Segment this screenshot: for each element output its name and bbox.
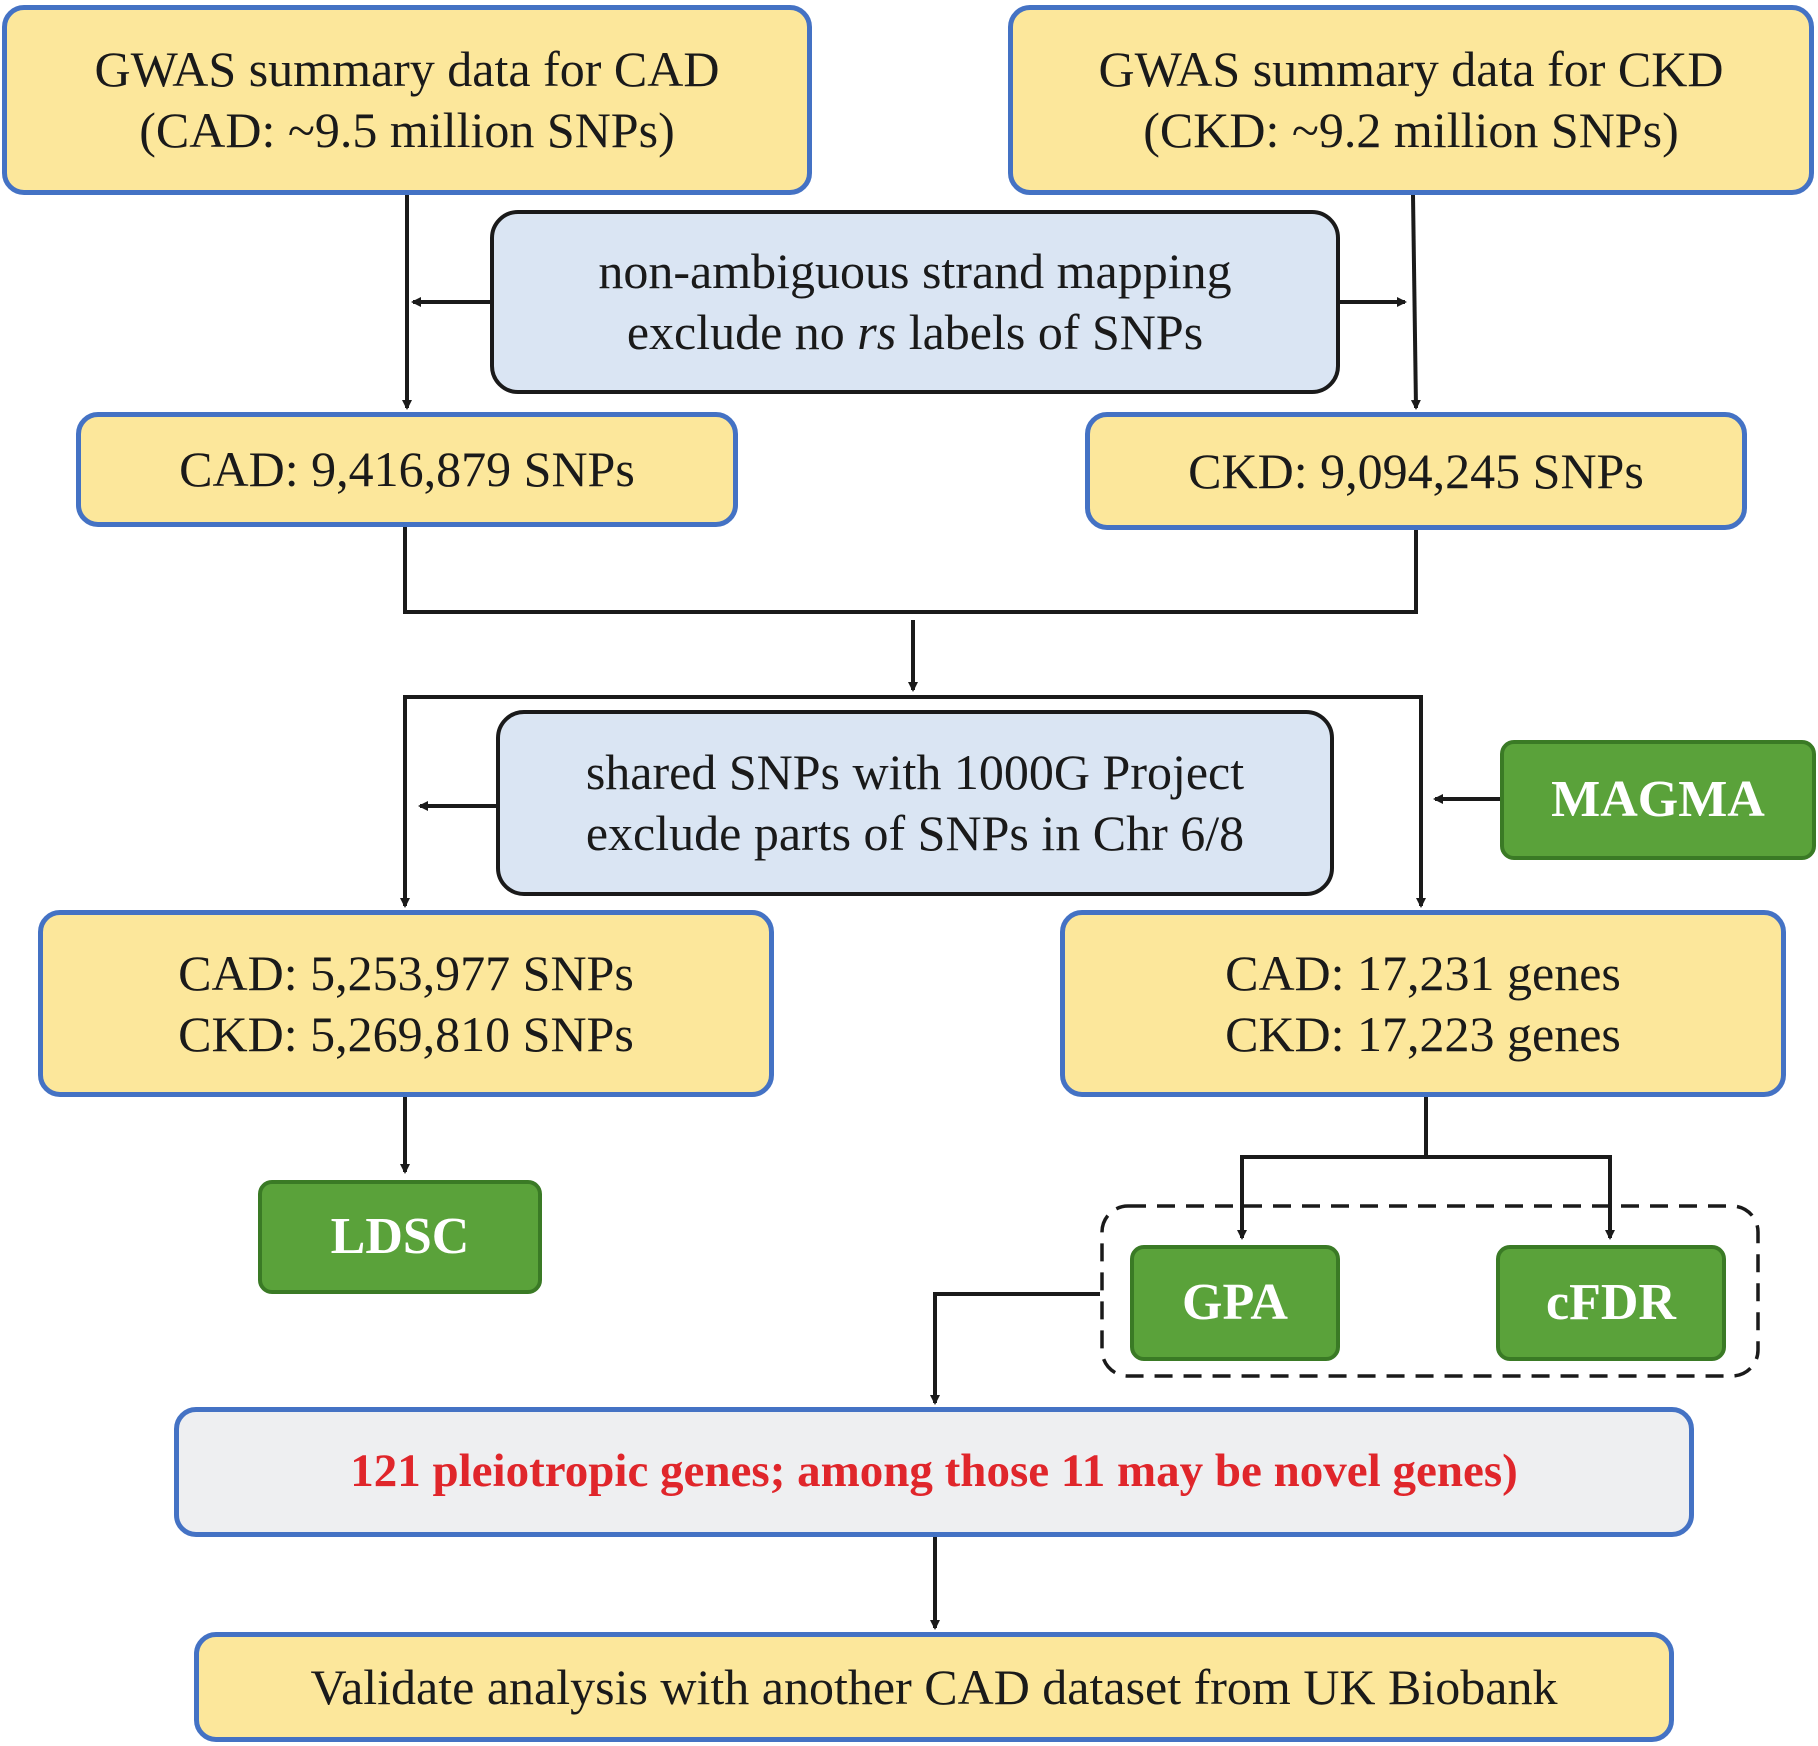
ckd-snps-box: CKD: 9,094,245 SNPs <box>1085 412 1747 530</box>
shared-snps-filter-line2: exclude parts of SNPs in Chr 6/8 <box>585 805 1245 861</box>
cad-gwas-line1: GWAS summary data for CAD <box>94 41 720 97</box>
validate-text: Validate analysis with another CAD datas… <box>310 1658 1558 1715</box>
arrow-genes-to-gpa <box>1237 1155 1426 1240</box>
ckd-gwas-box: GWAS summary data for CKD (CKD: ~9.2 mil… <box>1008 5 1814 195</box>
magma-text: MAGMA <box>1551 771 1765 829</box>
shared-snps-cad: CAD: 5,253,977 SNPs <box>178 944 634 1001</box>
merge-bracket <box>403 527 1418 614</box>
shared-snps-ckd: CKD: 5,269,810 SNPs <box>178 1005 634 1062</box>
cad-snps-box: CAD: 9,416,879 SNPs <box>76 412 738 527</box>
split-bracket-left <box>400 695 913 908</box>
shared-snps-filter-box: shared SNPs with 1000G Project exclude p… <box>496 710 1334 896</box>
arrow-tools-to-result <box>930 1292 1100 1405</box>
strand-filter-line2-pre: exclude no <box>626 304 858 360</box>
gpa-cfdr-group <box>1100 1204 1760 1378</box>
strand-filter-line2: exclude no rs labels of SNPs <box>627 302 1203 363</box>
strand-filter-line1: non-ambiguous strand mapping <box>598 243 1232 299</box>
genes-cad: CAD: 17,231 genes <box>1225 944 1621 1001</box>
arrow-genes-to-cfdr <box>1426 1155 1615 1240</box>
ckd-snps-text: CKD: 9,094,245 SNPs <box>1188 442 1644 499</box>
cad-snps-text: CAD: 9,416,879 SNPs <box>179 441 635 497</box>
strand-filter-box: non-ambiguous strand mapping exclude no … <box>490 210 1340 394</box>
split-bracket-right <box>913 695 1426 908</box>
ckd-gwas-line2: (CKD: ~9.2 million SNPs) <box>1143 102 1679 158</box>
gpa-text: GPA <box>1182 1274 1288 1332</box>
cfdr-text: cFDR <box>1546 1274 1676 1332</box>
result-text: 121 pleiotropic genes; among those 11 ma… <box>350 1445 1518 1498</box>
genes-ckd: CKD: 17,223 genes <box>1225 1005 1621 1062</box>
magma-box: MAGMA <box>1500 740 1816 860</box>
arrow-ckd-gwas-to-ckd-snps <box>1410 194 1421 410</box>
strand-filter-line2-em: rs <box>857 304 897 360</box>
cad-gwas-box: GWAS summary data for CAD (CAD: ~9.5 mil… <box>2 5 812 195</box>
cfdr-box: cFDR <box>1496 1245 1726 1361</box>
genes-box: CAD: 17,231 genes CKD: 17,223 genes <box>1060 910 1786 1097</box>
ldsc-text: LDSC <box>330 1208 470 1266</box>
ckd-gwas-line1: GWAS summary data for CKD <box>1098 41 1724 97</box>
gpa-box: GPA <box>1130 1245 1340 1361</box>
strand-filter-line2-post: labels of SNPs <box>896 304 1204 360</box>
validate-box: Validate analysis with another CAD datas… <box>194 1632 1674 1742</box>
ldsc-box: LDSC <box>258 1180 542 1294</box>
shared-snps-filter-line1: shared SNPs with 1000G Project <box>585 744 1245 800</box>
result-box: 121 pleiotropic genes; among those 11 ma… <box>174 1407 1694 1537</box>
cad-gwas-line2: (CAD: ~9.5 million SNPs) <box>139 102 675 158</box>
shared-snps-box: CAD: 5,253,977 SNPs CKD: 5,269,810 SNPs <box>38 910 774 1097</box>
